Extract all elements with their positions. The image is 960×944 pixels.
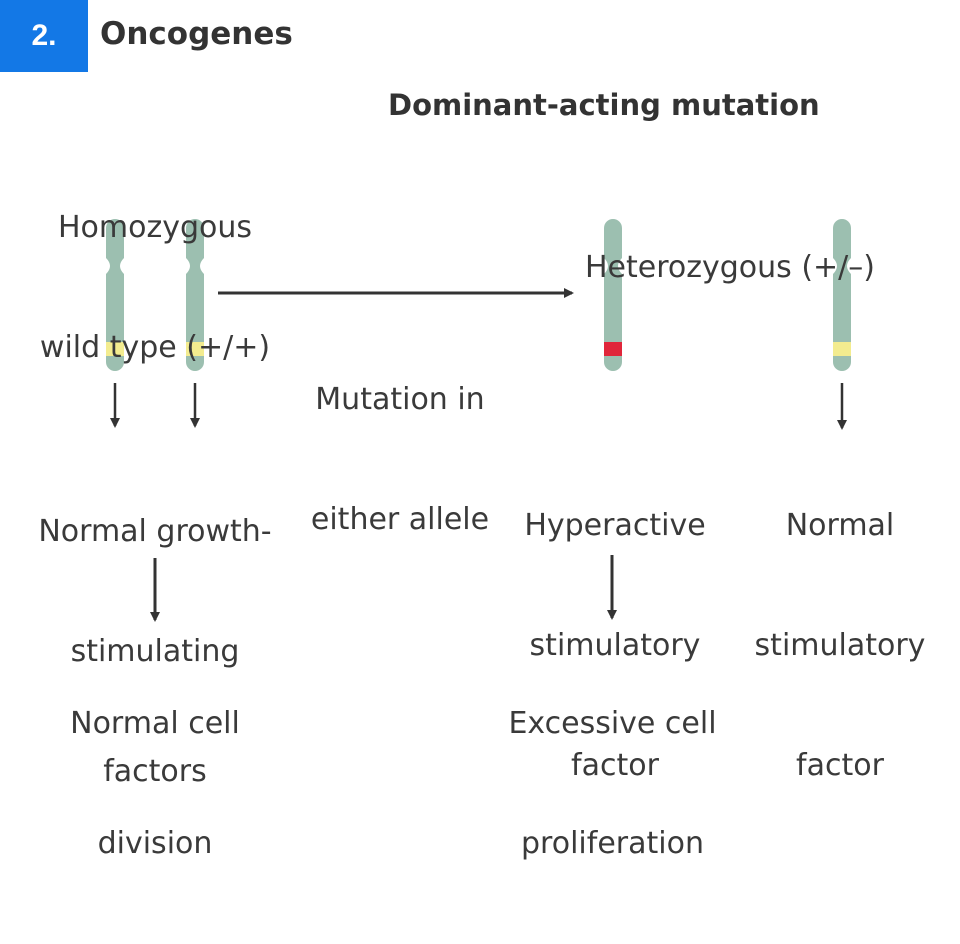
label-heterozygous-line1: Heterozygous (+/–) bbox=[585, 250, 875, 285]
label-mutation-line1: Mutation in bbox=[315, 382, 485, 417]
label-excessive-line1: Excessive cell bbox=[508, 706, 717, 741]
label-normal-growth-factors-line1: Normal growth- bbox=[38, 514, 272, 549]
slide: 2. Oncogenes Dominant-acting mutation bbox=[0, 0, 925, 861]
label-homozygous-line1: Homozygous bbox=[57, 210, 253, 245]
label-mutation-line2: either allele bbox=[310, 502, 490, 537]
label-hyperactive-line1: Hyperactive bbox=[524, 508, 706, 543]
label-excessive-line2: proliferation bbox=[521, 826, 704, 861]
chromosome-mutant bbox=[604, 219, 622, 371]
label-normal-stimulatory-line3: factor bbox=[796, 748, 884, 783]
label-heterozygous: Heterozygous (+/–) bbox=[545, 168, 915, 368]
label-normal-cell-division: Normal cell division bbox=[25, 624, 285, 944]
label-mutation-in-either-allele: Mutation in either allele bbox=[280, 300, 520, 620]
chromosome-wildtype-2 bbox=[186, 219, 204, 371]
label-normal-cell-division-line1: Normal cell bbox=[70, 706, 240, 741]
label-normal-stimulatory-line1: Normal bbox=[785, 508, 895, 543]
label-normal-stimulatory-factor: Normal stimulatory factor bbox=[735, 426, 945, 866]
chromosome-normal bbox=[833, 219, 851, 371]
slide-number-badge: 2. bbox=[0, 0, 88, 72]
label-normal-cell-division-line2: division bbox=[97, 826, 213, 861]
diagram-graphics bbox=[106, 219, 851, 622]
label-normal-stimulatory-line2: stimulatory bbox=[754, 628, 926, 663]
slide-title: Oncogenes bbox=[100, 16, 293, 52]
label-homozygous: Homozygous wild type (+/+) bbox=[10, 128, 300, 448]
label-excessive-cell-proliferation: Excessive cell proliferation bbox=[475, 624, 750, 944]
label-normal-growth-factors-line2: stimulating bbox=[70, 634, 240, 669]
chromosome-wildtype-1 bbox=[106, 219, 124, 371]
diagram-heading: Dominant-acting mutation bbox=[388, 88, 820, 122]
label-homozygous-line2: wild type (+/+) bbox=[39, 330, 271, 365]
label-hyperactive-line2: stimulatory bbox=[529, 628, 701, 663]
